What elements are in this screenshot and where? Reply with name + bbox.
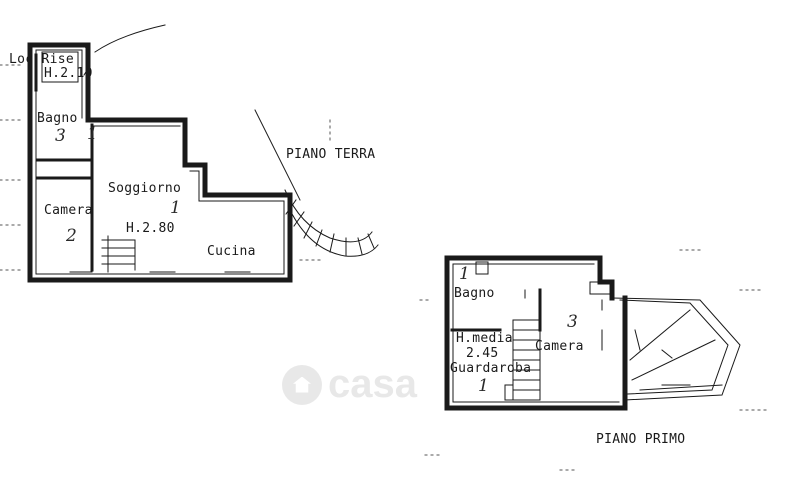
h-media-value: 2.45 [466, 346, 499, 361]
ground-height-label: H.2.80 [126, 221, 175, 236]
guardaroba-number: 1 [478, 376, 489, 396]
ground-camera-label: Camera [44, 203, 93, 218]
first-bagno-label: Bagno [454, 286, 495, 301]
cucina-label: Cucina [207, 244, 256, 259]
loc-rise-height-label: H.2.10 [44, 66, 93, 81]
first-camera-label: Camera [535, 339, 584, 354]
ground-floor-title: PIANO TERRA [286, 147, 376, 162]
ground-floor-walls [27, 42, 293, 283]
h-media-label: H.media [456, 331, 513, 346]
guardaroba-label: Guardaroba [450, 361, 532, 376]
first-bagno-number: 1 [459, 264, 470, 284]
first-camera-number: 3 [567, 312, 578, 332]
loc-rise-label: Loc Rise [9, 52, 75, 67]
house-logo-icon [282, 364, 322, 405]
soggiorno-number: 1 [170, 198, 181, 218]
ground-bagno-fraction: 1 [87, 124, 98, 144]
watermark-text: casa [328, 362, 417, 406]
first-floor-title: PIANO PRIMO [596, 432, 686, 447]
soggiorno-label: Soggiorno [108, 181, 182, 196]
ground-camera-number: 2 [66, 226, 77, 246]
watermark: casa [282, 362, 417, 407]
ground-bagno-number: 3 [55, 126, 66, 146]
ground-bagno-label: Bagno [37, 111, 78, 126]
